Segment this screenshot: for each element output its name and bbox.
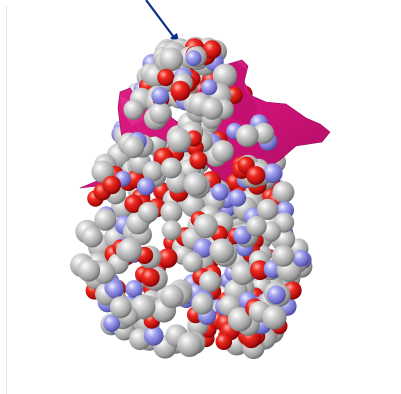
nitrogen-atom [201, 79, 218, 96]
atom-spheres-front [70, 37, 313, 360]
nitrogen-atom [267, 285, 286, 305]
nitrogen-atom [143, 325, 164, 346]
pointer-arrow-icon [145, 0, 180, 45]
panel-border [6, 6, 7, 394]
carbon-atom [212, 63, 237, 88]
oxygen-atom [157, 248, 178, 268]
carbon-atom [177, 332, 203, 357]
carbon-atom [262, 305, 287, 330]
carbon-atom [160, 157, 182, 179]
carbon-atom [142, 161, 164, 182]
oxygen-atom [170, 80, 191, 101]
oxygen-atom [157, 68, 175, 87]
carbon-atom [149, 102, 172, 124]
nitrogen-atom [136, 177, 155, 196]
carbon-atom [191, 292, 214, 315]
nitrogen-atom [233, 226, 252, 245]
nitrogen-atom [185, 50, 202, 67]
carbon-atom [77, 258, 101, 282]
oxygen-atom [202, 40, 222, 59]
carbon-atom [117, 237, 142, 263]
nitrogen-atom [228, 189, 247, 207]
nitrogen-atom [105, 280, 124, 299]
carbon-atom [94, 208, 117, 231]
carbon-atom [272, 181, 295, 204]
carbon-atom [109, 296, 132, 319]
carbon-atom [182, 251, 203, 273]
carbon-atom [211, 140, 234, 163]
carbon-atom [199, 270, 221, 293]
nitrogen-atom [151, 86, 169, 105]
nitrogen-atom [292, 249, 310, 267]
oxygen-atom [102, 175, 121, 195]
carbon-atom [272, 245, 295, 267]
carbon-atom [122, 136, 145, 159]
oxygen-atom [124, 194, 143, 213]
carbon-atom [227, 307, 253, 332]
carbon-atom [160, 284, 184, 309]
nitrogen-atom [262, 163, 283, 184]
carbon-atom [161, 220, 182, 241]
carbon-atom [209, 238, 234, 263]
oxygen-atom [246, 166, 266, 185]
carbon-atom [166, 128, 192, 153]
carbon-atom [200, 97, 224, 120]
oxygen-atom [140, 268, 160, 287]
nitrogen-atom [211, 183, 229, 201]
carbon-atom [159, 47, 184, 72]
carbon-atom [256, 198, 279, 220]
carbon-atom [235, 124, 259, 148]
carbon-atom [123, 99, 144, 120]
carbon-atom [246, 215, 267, 237]
nitrogen-atom [193, 238, 213, 258]
oxygen-atom [215, 333, 233, 351]
oxygen-atom [189, 151, 208, 170]
carbon-atom [231, 261, 255, 286]
carbon-atom [138, 201, 159, 223]
carbon-atom [81, 226, 103, 248]
nitrogen-atom [125, 280, 143, 298]
carbon-atom [193, 213, 218, 239]
nitrogen-atom [103, 314, 121, 332]
carbon-atom [183, 172, 208, 197]
carbon-atom [160, 201, 183, 223]
